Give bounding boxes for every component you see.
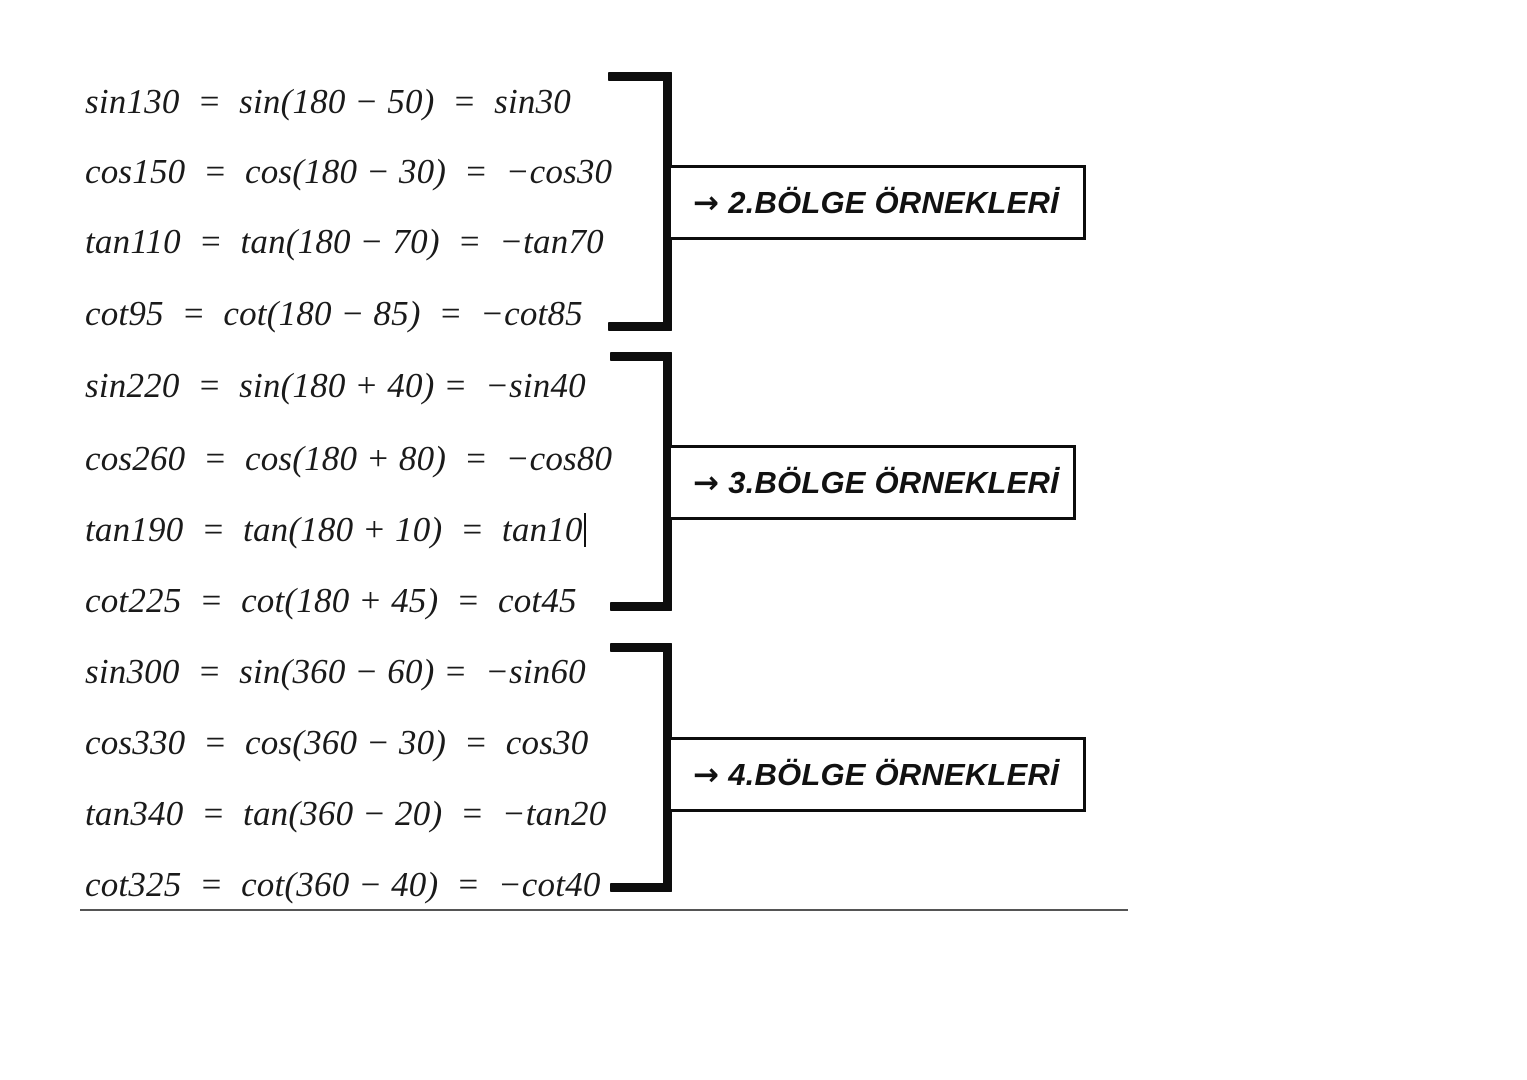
bracket-vertical-bar bbox=[663, 72, 672, 331]
equation-line: sin130 = sin(180 − 50) = sin30 bbox=[85, 82, 571, 121]
label-caption: 2.BÖLGE ÖRNEKLERİ bbox=[728, 184, 1059, 220]
equation-line: cos330 = cos(360 − 30) = cos30 bbox=[85, 723, 589, 762]
equation-line: tan340 = tan(360 − 20) = −tan20 bbox=[85, 794, 607, 833]
bracket-vertical-bar bbox=[663, 643, 672, 892]
horizontal-rule bbox=[80, 909, 1128, 911]
label-text-region-4: →4.BÖLGE ÖRNEKLERİ bbox=[693, 757, 1059, 793]
bracket-top-arm bbox=[608, 72, 672, 81]
right-arrow-icon: → bbox=[693, 184, 720, 221]
group-bracket-2 bbox=[608, 72, 672, 331]
bracket-top-arm bbox=[610, 643, 672, 652]
label-caption: 3.BÖLGE ÖRNEKLERİ bbox=[728, 464, 1059, 500]
label-text-region-3: →3.BÖLGE ÖRNEKLERİ bbox=[693, 465, 1059, 501]
group-bracket-3 bbox=[610, 352, 672, 611]
group-bracket-4 bbox=[610, 643, 672, 892]
label-box-region-4[interactable]: →4.BÖLGE ÖRNEKLERİ bbox=[668, 737, 1086, 812]
equation-line-with-caret: tan190 = tan(180 + 10) = tan10 bbox=[85, 512, 586, 547]
equation-line: cos260 = cos(180 + 80) = −cos80 bbox=[85, 439, 613, 478]
equation-line: cos150 = cos(180 − 30) = −cos30 bbox=[85, 152, 613, 191]
label-caption: 4.BÖLGE ÖRNEKLERİ bbox=[728, 756, 1059, 792]
equation-line: sin220 = sin(180 + 40) = −sin40 bbox=[85, 366, 586, 405]
equation-line: cot325 = cot(360 − 40) = −cot40 bbox=[85, 865, 601, 904]
bracket-bottom-arm bbox=[610, 883, 672, 892]
equation-line: tan110 = tan(180 − 70) = −tan70 bbox=[85, 222, 604, 261]
right-arrow-icon: → bbox=[693, 756, 720, 793]
equation-line: cot225 = cot(180 + 45) = cot45 bbox=[85, 581, 577, 620]
equation-text: tan190 = tan(180 + 10) = tan10 bbox=[85, 510, 583, 549]
equation-line: sin300 = sin(360 − 60) = −sin60 bbox=[85, 652, 586, 691]
bracket-top-arm bbox=[610, 352, 672, 361]
equation-line: cot95 = cot(180 − 85) = −cot85 bbox=[85, 294, 583, 333]
label-box-region-3[interactable]: →3.BÖLGE ÖRNEKLERİ bbox=[668, 445, 1076, 520]
bracket-bottom-arm bbox=[610, 602, 672, 611]
label-text-region-2: →2.BÖLGE ÖRNEKLERİ bbox=[693, 185, 1059, 221]
text-caret bbox=[583, 513, 586, 547]
label-box-region-2[interactable]: →2.BÖLGE ÖRNEKLERİ bbox=[668, 165, 1086, 240]
bracket-bottom-arm bbox=[608, 322, 672, 331]
right-arrow-icon: → bbox=[693, 464, 720, 501]
bracket-vertical-bar bbox=[663, 352, 672, 611]
